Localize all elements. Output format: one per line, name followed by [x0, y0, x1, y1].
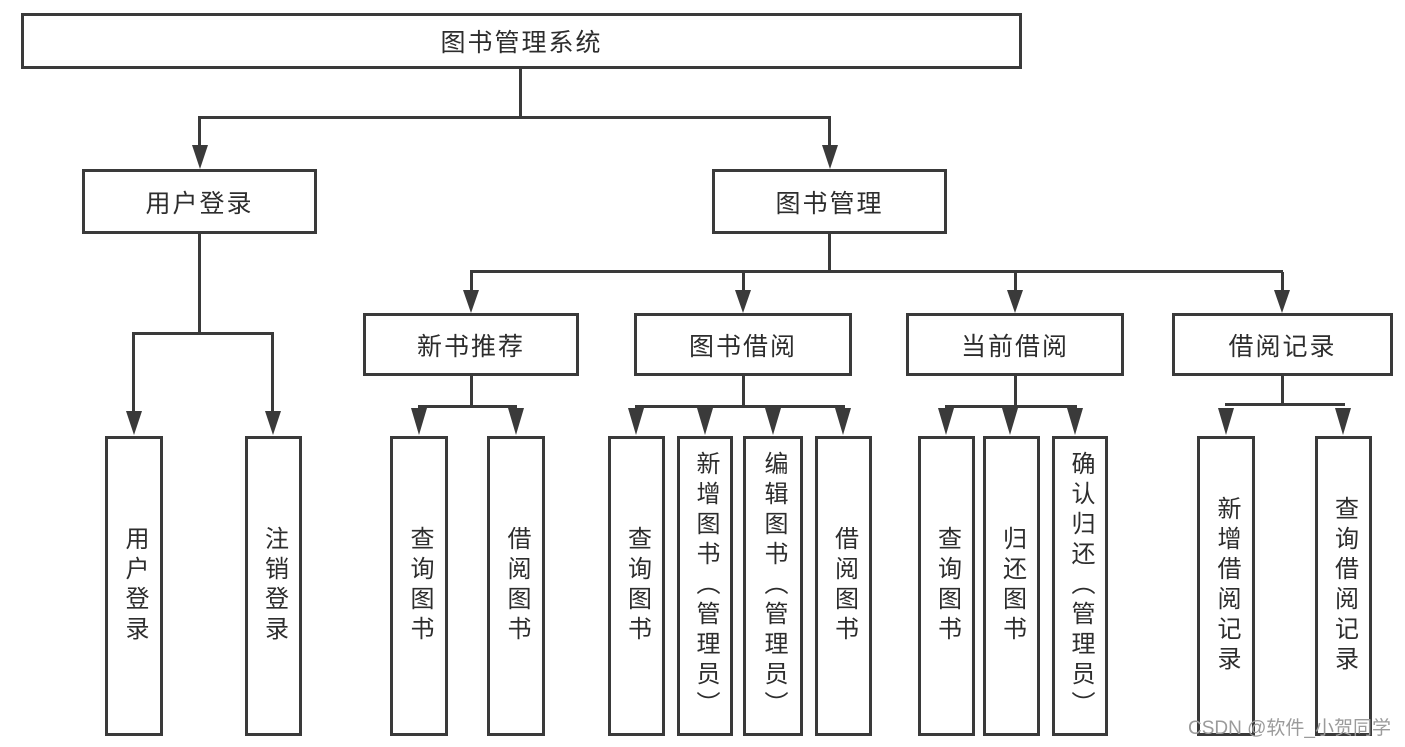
arrow-down-icon: [463, 290, 479, 313]
connector-stem: [1014, 272, 1017, 292]
leaf-query-books-current-label: 查询图书: [933, 526, 961, 646]
leaf-query-books-borrow-label: 查询图书: [623, 526, 651, 646]
node-borrow-records-label: 借阅记录: [1228, 332, 1337, 361]
arrow-down-icon: [1067, 408, 1083, 435]
arrow-down-icon: [1002, 408, 1018, 435]
leaf-query-books-current: 查询图书: [918, 436, 975, 736]
leaf-query-books-recommend-label: 查询图书: [406, 526, 433, 646]
leaf-edit-book-admin-label: 编辑图书（管理员）: [760, 451, 787, 721]
leaf-logout-label: 注销登录: [260, 526, 288, 646]
node-new-book-recommend: 新书推荐: [363, 313, 579, 376]
leaf-add-book-admin-label: 新增图书（管理员）: [692, 451, 719, 721]
node-root-label: 图书管理系统: [440, 29, 603, 57]
leaf-edit-book-admin: 编辑图书（管理员）: [743, 436, 803, 736]
leaf-borrow-books-recommend: 借阅图书: [487, 436, 545, 736]
connector-stem: [742, 376, 745, 407]
leaf-return-book: 归还图书: [983, 436, 1040, 736]
arrow-down-icon: [938, 408, 954, 435]
arrow-down-icon: [1274, 290, 1290, 313]
leaf-logout: 注销登录: [245, 436, 302, 736]
leaf-user-login-label: 用户登录: [121, 526, 148, 646]
connector-rail: [1225, 403, 1345, 406]
connector-stem: [198, 118, 201, 148]
connector-rail: [945, 405, 1077, 408]
arrow-down-icon: [411, 408, 427, 435]
node-current-borrow: 当前借阅: [906, 313, 1124, 376]
node-borrow-records: 借阅记录: [1172, 313, 1393, 376]
arrow-down-icon: [508, 408, 524, 435]
arrow-down-icon: [835, 408, 851, 435]
arrow-down-icon: [765, 408, 781, 435]
node-book-borrow: 图书借阅: [634, 313, 852, 376]
arrow-down-icon: [126, 411, 142, 435]
node-book-borrow-label: 图书借阅: [688, 332, 797, 361]
connector-stem: [470, 272, 473, 292]
connector-stem: [1014, 376, 1017, 407]
arrow-down-icon: [265, 411, 281, 435]
arrow-down-icon: [628, 408, 644, 435]
leaf-return-book-label: 归还图书: [998, 526, 1026, 646]
connector-stem: [1281, 376, 1284, 406]
connector-root-stem: [519, 68, 522, 118]
leaf-borrow-books: 借阅图书: [815, 436, 872, 736]
connector-book-mgmt-stem: [828, 234, 831, 272]
connector-user-login-stem: [198, 234, 201, 334]
arrow-down-icon: [192, 145, 208, 169]
leaf-confirm-return-admin-label: 确认归还（管理员）: [1067, 451, 1094, 721]
leaf-confirm-return-admin: 确认归还（管理员）: [1052, 436, 1108, 736]
connector-rail: [635, 405, 845, 408]
connector-stem: [470, 376, 473, 407]
arrow-down-icon: [735, 290, 751, 313]
connector-level1-rail: [198, 116, 831, 119]
leaf-add-book-admin: 新增图书（管理员）: [677, 436, 733, 736]
leaf-query-books-borrow: 查询图书: [608, 436, 665, 736]
connector-stem: [828, 118, 831, 148]
connector-user-login-rail: [132, 332, 274, 335]
node-new-book-recommend-label: 新书推荐: [416, 332, 525, 361]
leaf-borrow-books-label: 借阅图书: [830, 526, 858, 646]
node-book-management: 图书管理: [712, 169, 947, 234]
connector-stem: [132, 334, 135, 412]
leaf-user-login: 用户登录: [105, 436, 163, 736]
arrow-down-icon: [697, 408, 713, 435]
arrow-down-icon: [1007, 290, 1023, 313]
arrow-down-icon: [1335, 408, 1351, 435]
leaf-query-books-recommend: 查询图书: [390, 436, 448, 736]
csdn-watermark: CSDN @软件_小贺同学: [1188, 718, 1391, 739]
leaf-add-borrow-record: 新增借阅记录: [1197, 436, 1255, 736]
node-current-borrow-label: 当前借阅: [960, 332, 1069, 361]
connector-stem: [271, 334, 274, 412]
node-root-system: 图书管理系统: [21, 13, 1022, 69]
connector-stem: [1281, 272, 1284, 292]
connector-stem: [742, 272, 745, 292]
node-user-login-label: 用户登录: [145, 189, 254, 218]
node-book-management-label: 图书管理: [775, 189, 884, 218]
leaf-borrow-books-recommend-label: 借阅图书: [503, 526, 530, 646]
connector-rail: [418, 405, 517, 408]
leaf-query-borrow-record: 查询借阅记录: [1315, 436, 1372, 736]
arrow-down-icon: [822, 145, 838, 169]
node-user-login: 用户登录: [82, 169, 317, 234]
leaf-add-borrow-record-label: 新增借阅记录: [1213, 496, 1240, 676]
arrow-down-icon: [1218, 408, 1234, 435]
connector-level2-rail: [470, 270, 1283, 273]
leaf-query-borrow-record-label: 查询借阅记录: [1330, 496, 1358, 676]
